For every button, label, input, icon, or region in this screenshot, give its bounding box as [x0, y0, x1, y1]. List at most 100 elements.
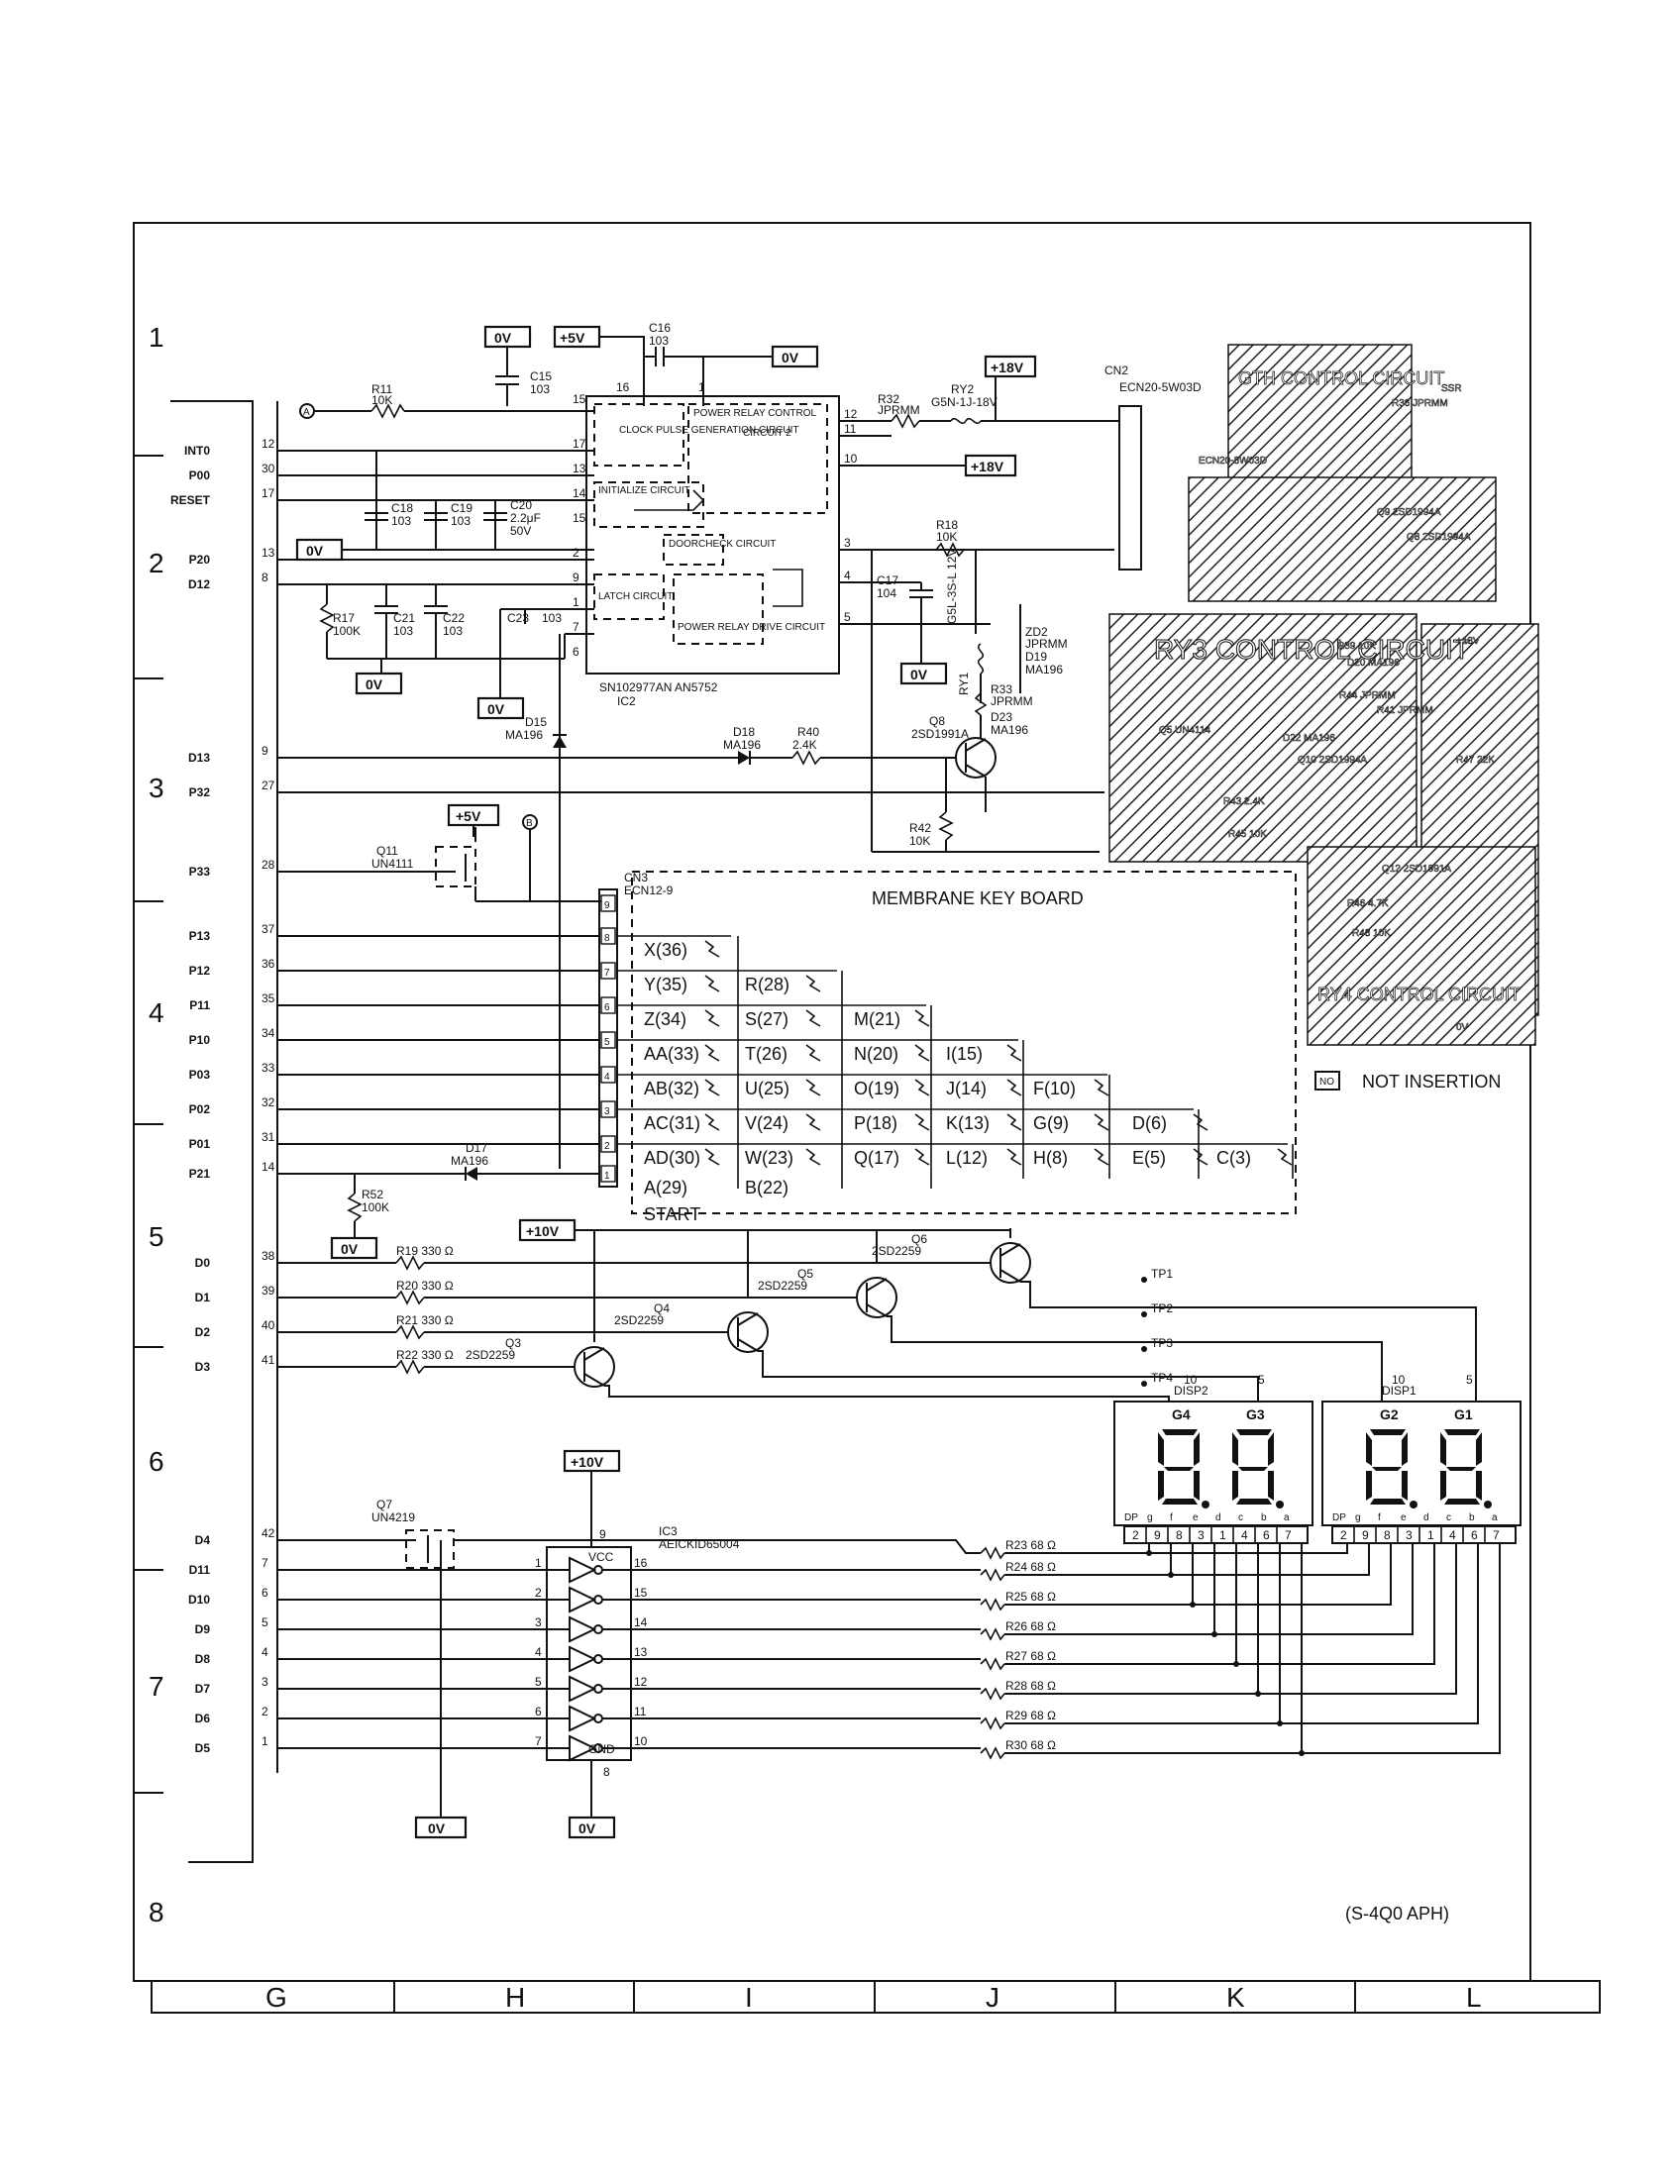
- segment-resistor-label: R28 68 Ω: [1005, 1679, 1056, 1693]
- key-label: AA(33): [644, 1044, 699, 1064]
- svg-text:RY4 CONTROL CIRCUIT: RY4 CONTROL CIRCUIT: [1317, 985, 1521, 1004]
- seven-segment: [1476, 1471, 1482, 1501]
- svg-text:MA196: MA196: [451, 1154, 488, 1168]
- segment-bus: [1302, 1543, 1501, 1754]
- key-switch: [914, 1113, 930, 1131]
- display-grid: G2: [1380, 1406, 1399, 1422]
- cn3-pin-box: [600, 1031, 616, 1049]
- display-pin-number: 7: [1285, 1528, 1292, 1542]
- segment-letter: DP: [1332, 1512, 1346, 1523]
- junction-dot: [1211, 1631, 1217, 1637]
- seven-segment: [1236, 1429, 1272, 1435]
- key-label: D(6): [1132, 1113, 1167, 1133]
- driver-collector: [737, 1312, 759, 1326]
- mcu-pin-number: 4: [262, 1645, 268, 1659]
- mcu-pin-name: D0: [195, 1256, 211, 1270]
- key-label: T(26): [745, 1044, 788, 1064]
- mcu-pin-number: 38: [262, 1249, 275, 1263]
- ic2-right-pin: 12: [844, 407, 858, 421]
- seven-segment: [1158, 1432, 1164, 1466]
- hatched-component-label: D22 MA196: [1283, 733, 1335, 744]
- mcu-pin-name: P32: [189, 785, 211, 799]
- segment-letter: d: [1215, 1512, 1221, 1523]
- segment-bus: [1149, 1543, 1348, 1554]
- display-pin-number: 8: [1384, 1528, 1391, 1542]
- cn3-pin-number: 8: [604, 933, 610, 944]
- svg-text:MA196: MA196: [505, 728, 543, 742]
- segment-letter: DP: [1124, 1512, 1138, 1523]
- svg-text:+10V: +10V: [526, 1223, 560, 1239]
- hatched-component-label: 0V: [1456, 1022, 1469, 1033]
- key-label: A(29): [644, 1178, 687, 1197]
- drive-line: [604, 1385, 1149, 1398]
- cn3-pin-number: 5: [604, 1037, 610, 1048]
- seven-segment: [1366, 1432, 1372, 1466]
- drive-line: [887, 1315, 1149, 1343]
- column-label-J: J: [986, 1982, 999, 2013]
- svg-text:JPRMM: JPRMM: [991, 694, 1033, 708]
- supply-0v-r17: 0V: [355, 659, 403, 695]
- mcu-pin-number: 12: [262, 437, 275, 451]
- buffer-triangle: [569, 1586, 597, 1613]
- mcu-pin-number: 1: [262, 1734, 268, 1748]
- key-label: R(28): [745, 975, 789, 994]
- svg-text:R33: R33: [991, 682, 1012, 696]
- cn3-pin-number: 7: [604, 968, 610, 979]
- mcu-pin-number: 34: [262, 1026, 275, 1040]
- seven-segment: [1444, 1429, 1480, 1435]
- segment-resistor: [980, 1546, 1005, 1560]
- svg-text:C16: C16: [649, 321, 671, 335]
- key-switch: [704, 975, 720, 992]
- cn3-pin-number: 2: [604, 1141, 610, 1152]
- svg-text:103: 103: [649, 334, 669, 348]
- driver-part: 2SD2259: [466, 1348, 515, 1362]
- svg-text:JPRMM: JPRMM: [1025, 637, 1068, 651]
- svg-text:10K: 10K: [936, 530, 957, 544]
- ic3-input-pin: 6: [535, 1705, 542, 1718]
- svg-text:CN3: CN3: [624, 871, 648, 884]
- seven-segment: [1268, 1432, 1274, 1466]
- svg-text:ECN12-9: ECN12-9: [624, 884, 674, 897]
- ic2-left-pin: 17: [573, 437, 586, 451]
- ic3-input-pin: 3: [535, 1615, 542, 1629]
- svg-text:0V: 0V: [487, 701, 505, 717]
- svg-text:2SD1991A: 2SD1991A: [911, 727, 969, 741]
- column-label-G: G: [265, 1982, 287, 2013]
- hatched-component-label: R46 4.7K: [1347, 898, 1389, 909]
- cn3-pin-number: 3: [604, 1106, 610, 1117]
- key-label: AC(31): [644, 1113, 700, 1133]
- seven-segment: [1444, 1499, 1480, 1505]
- ic2-left-pin: 6: [573, 645, 579, 659]
- display-pin-number: 4: [1241, 1528, 1248, 1542]
- segment-resistor: [980, 1627, 1005, 1641]
- decimal-point: [1484, 1501, 1492, 1508]
- junction-dot: [1277, 1720, 1283, 1726]
- svg-text:D18: D18: [733, 725, 755, 739]
- cn3-pin-box: [600, 894, 616, 912]
- hatched-component-label: R47 22K: [1456, 755, 1495, 766]
- key-switch: [805, 1148, 821, 1166]
- key-label: U(25): [745, 1079, 789, 1098]
- segment-letter: d: [1423, 1512, 1429, 1523]
- membrane-keyboard: MEMBRANE KEY BOARD: [631, 871, 1297, 1214]
- svg-text:G5L-3S-L 12V: G5L-3S-L 12V: [945, 549, 959, 624]
- svg-text:C15: C15: [530, 369, 552, 383]
- seven-segment: [1370, 1429, 1406, 1435]
- key-switch: [914, 1044, 930, 1062]
- ry4-control-circuit: RY4 CONTROL CIRCUIT: [1307, 846, 1536, 1046]
- svg-text:0V: 0V: [306, 543, 324, 559]
- key-label: E(5): [1132, 1148, 1166, 1168]
- mcu-pin-name: D3: [195, 1360, 211, 1374]
- driver-emitter: [737, 1338, 759, 1352]
- mcu-pin-name: D2: [195, 1325, 211, 1339]
- key-switch: [914, 1009, 930, 1027]
- driver-collector: [583, 1347, 605, 1361]
- key-label: W(23): [745, 1148, 793, 1168]
- svg-text:8: 8: [603, 1765, 610, 1779]
- hatched-component-label: R41 JPRMM: [1377, 705, 1433, 716]
- display-pin-number: 9: [1154, 1528, 1161, 1542]
- mcu-pin-number: 3: [262, 1675, 268, 1689]
- svg-text:A: A: [303, 407, 310, 418]
